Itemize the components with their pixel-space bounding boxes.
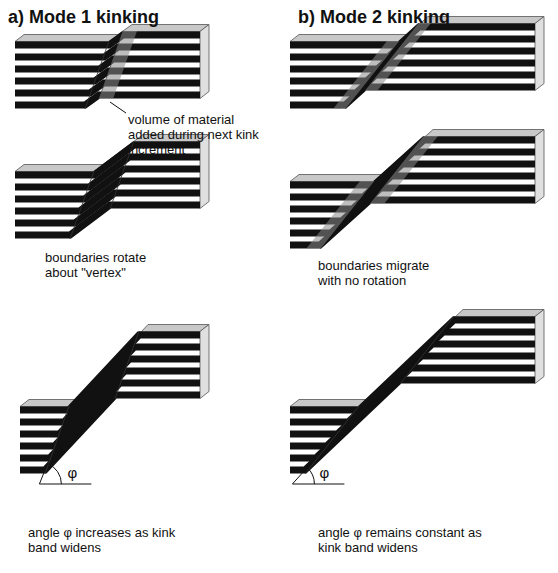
boundary-extension: [292, 470, 305, 484]
callout-note: boundaries rotate about "vertex": [45, 250, 170, 280]
end-face: [200, 25, 209, 99]
kink-boundary: [305, 406, 359, 474]
angle-baseline: [39, 484, 91, 485]
kink-boundary: [70, 171, 94, 239]
end-face: [200, 135, 209, 209]
angle-arc: [48, 464, 62, 484]
callout-note: boundaries migrate with no rotation: [318, 258, 448, 288]
kink-boundary: [115, 331, 139, 399]
leader-line: [110, 102, 126, 113]
added-volume: [306, 181, 374, 249]
added-volume: [99, 31, 137, 99]
column-heading: a) Mode 1 kinking: [8, 6, 159, 28]
kink-boundary: [400, 316, 454, 384]
added-volume: [370, 136, 438, 204]
angle-symbol: φ: [67, 465, 77, 481]
layer: [20, 335, 200, 410]
boundary-extension: [39, 470, 45, 484]
caption-note: angle φ increases as kink band widens: [28, 525, 178, 555]
angle-arc: [307, 468, 314, 484]
callout-note: volume of material added during next kin…: [128, 112, 260, 157]
layer: [290, 320, 535, 410]
angle-baseline: [292, 484, 344, 485]
end-face: [535, 17, 544, 91]
end-face: [535, 130, 544, 204]
caption-note: angle φ remains constant as kink band wi…: [318, 525, 486, 555]
end-face: [535, 310, 544, 384]
layer: [15, 35, 200, 45]
end-face: [200, 325, 209, 399]
angle-symbol: φ: [319, 465, 329, 481]
column-heading: b) Mode 2 kinking: [298, 6, 450, 28]
added-volume: [365, 23, 431, 91]
